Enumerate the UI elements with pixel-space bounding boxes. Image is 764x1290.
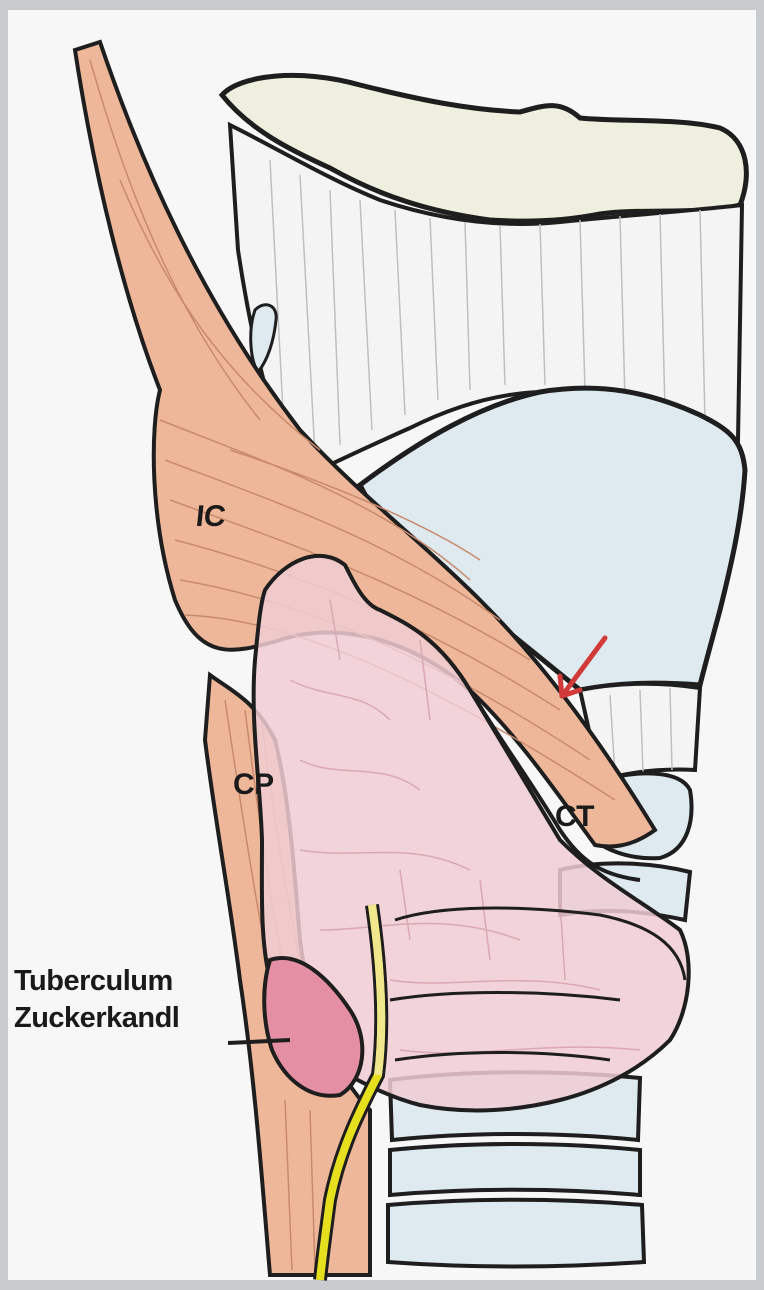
label-tuberculum-line2: Zuckerkandl [14,1000,179,1037]
label-ic: IC [194,500,227,534]
label-ct: CT [555,800,594,834]
label-tuberculum-zuckerkandl: Tuberculum Zuckerkandl [14,963,179,1037]
label-cp: CP [233,768,274,802]
label-tuberculum-line1: Tuberculum [14,963,179,1000]
